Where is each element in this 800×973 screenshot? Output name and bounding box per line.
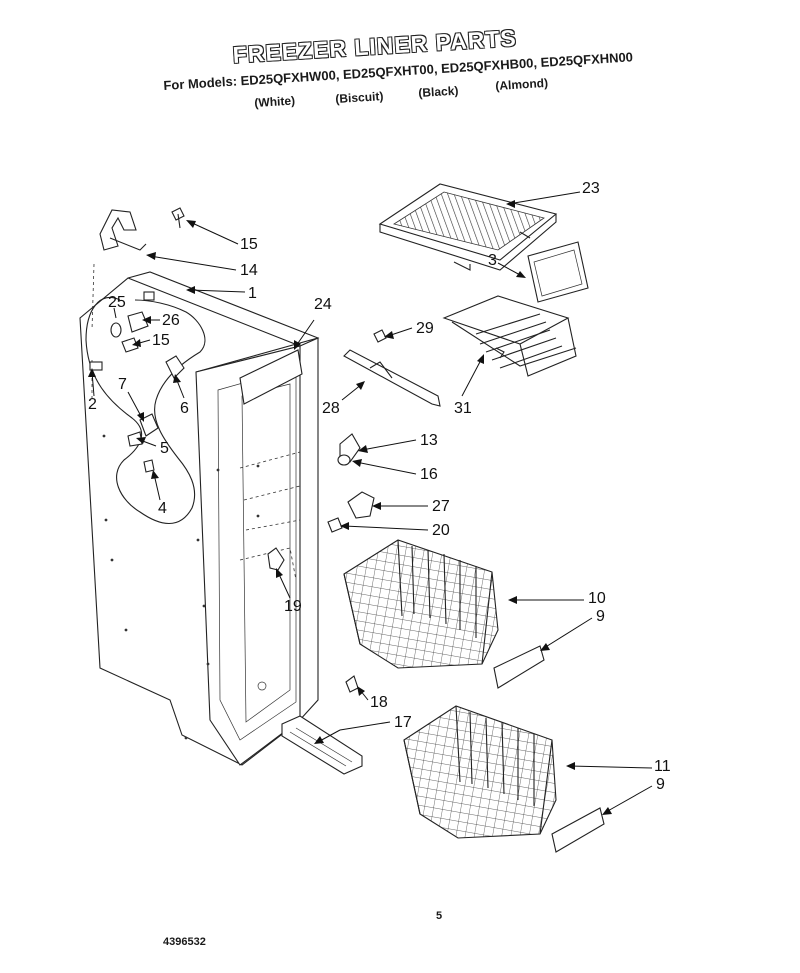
callout-15-lower: 15 [152,332,170,349]
callout-5: 5 [160,440,169,457]
lower-basket [403,705,557,839]
callout-11: 11 [654,758,671,775]
basket-front-lower [551,807,605,853]
page-number: 5 [436,910,443,922]
bushing [337,454,351,466]
callout-7: 7 [118,376,127,393]
callout-17: 17 [394,714,412,731]
bin-bracket-lower [347,491,375,519]
callout-28: 28 [322,400,340,417]
callout-31: 31 [454,400,472,417]
light-bracket [99,209,137,251]
screw-top [171,207,185,229]
bracket-screw [327,517,343,533]
wire-harness [85,297,206,524]
basket-front-upper [493,645,545,689]
callout-9-lower: 9 [656,776,665,793]
callout-26: 26 [162,312,180,329]
thermistor-clip [267,547,285,571]
callout-10: 10 [588,590,606,607]
callout-27: 27 [432,498,450,515]
connector-plug [89,361,103,371]
callout-18: 18 [370,694,388,711]
freezer-liner [79,271,320,766]
callout-29: 29 [416,320,434,337]
callout-14: 14 [240,262,258,279]
rail-screw [373,329,387,343]
light-cover [239,349,303,405]
callout-24: 24 [314,296,332,313]
harness-tag [143,291,155,301]
callout-23: 23 [582,180,600,197]
callout-3: 3 [488,252,497,269]
callout-15: 15 [240,236,258,253]
callout-25: 25 [108,294,126,311]
callout-leaders [88,191,653,815]
callout-2: 2 [88,396,97,413]
callout-19: 19 [284,598,302,615]
grille-screw [345,675,359,693]
callout-20: 20 [432,522,450,539]
bottom-grille [281,715,363,775]
callout-16: 16 [420,466,438,483]
callout-6: 6 [180,400,189,417]
light-socket-group [110,311,185,473]
upper-basket [343,539,499,669]
callout-13: 13 [420,432,438,449]
callout-9-upper: 9 [596,608,605,625]
callout-4: 4 [158,500,167,517]
wire-shelf [442,295,577,377]
document-number: 4396532 [163,936,206,948]
callout-1: 1 [248,285,257,302]
